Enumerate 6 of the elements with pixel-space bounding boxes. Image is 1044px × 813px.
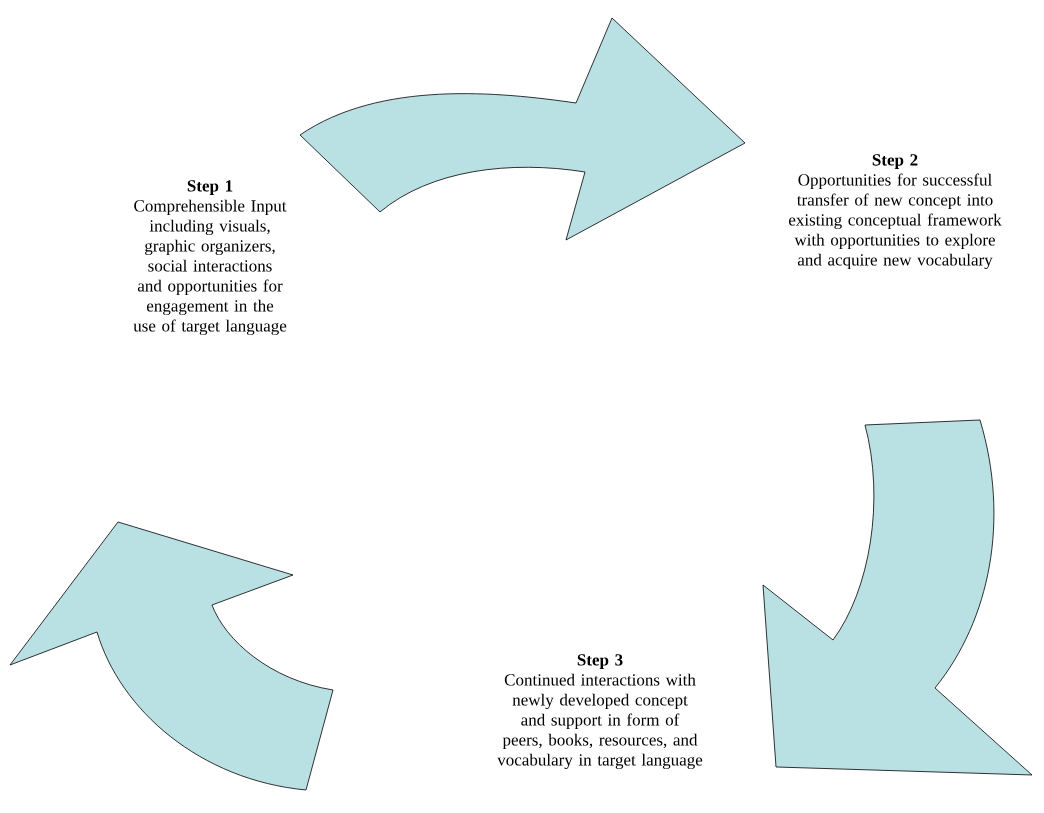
step-text: Step 3 Continued interactions with newly developed concept and support in form of peers, books, resources, and vocabulary in target language: [497, 654, 703, 770]
step-text: Step 2 Opportunities for successful transfer of new concept into existing conceptual framework with opportunities to explore and acquire new vocabulary: [789, 154, 1002, 270]
curved-arrow: [299, 17, 746, 241]
curved-arrow: [9, 521, 334, 791]
curved-arrow: [762, 419, 1033, 776]
step-text: Step 1 Comprehensible Input including visuals, graphic organizers, social interactions and opportunities for engagement in the use of target language: [133, 180, 287, 336]
